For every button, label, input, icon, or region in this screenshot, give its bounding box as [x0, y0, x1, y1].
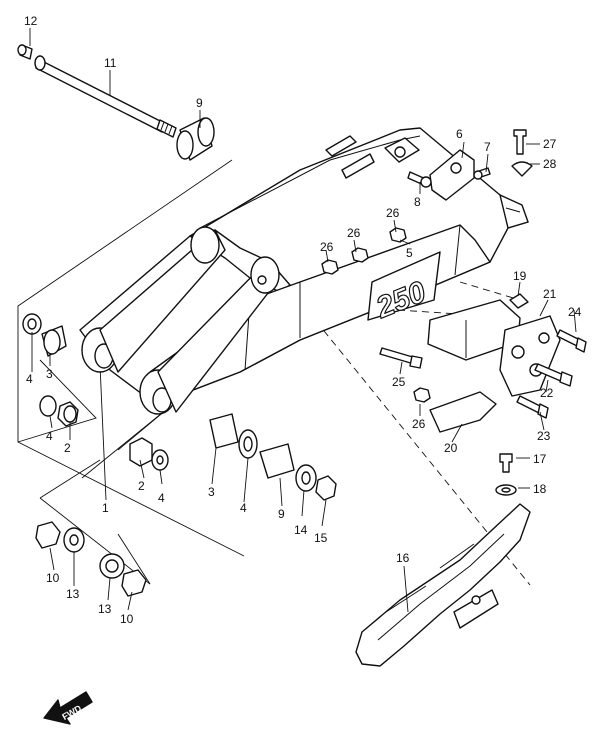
- callout-9-top: 9: [196, 96, 203, 110]
- bolt-7: [473, 167, 491, 180]
- swingarm: 250: [79, 127, 529, 415]
- callout-25: 25: [392, 375, 406, 389]
- bolt-25: [379, 347, 423, 369]
- callouts: 12 11 9 6 7 27 28 8 26 26 26 5 19 21 24 …: [24, 14, 582, 626]
- callout-19: 19: [513, 269, 527, 283]
- callout-21: 21: [543, 287, 557, 301]
- callout-23: 23: [537, 429, 551, 443]
- callout-8: 8: [414, 195, 421, 209]
- callout-6: 6: [456, 127, 463, 141]
- fwd-arrow: FWD: [43, 691, 93, 725]
- callout-14: 14: [294, 523, 308, 537]
- callout-leaders: [29, 28, 577, 613]
- callout-12: 12: [24, 14, 38, 28]
- bolt-24: [556, 329, 587, 353]
- callout-16: 16: [396, 551, 410, 565]
- bearings-lower-left: [35, 521, 147, 597]
- bolt-8: [407, 171, 432, 188]
- decal-plate: [367, 251, 441, 321]
- cotter-pin-28: [511, 161, 533, 177]
- callout-4-c: 4: [158, 491, 165, 505]
- bolt-22: [534, 363, 573, 387]
- callout-15: 15: [314, 531, 328, 545]
- callout-24: 24: [568, 305, 582, 319]
- bolt-27: [513, 129, 527, 155]
- guard-20: [429, 391, 497, 433]
- callout-3-a: 3: [46, 367, 53, 381]
- spacer-9-top: [176, 117, 215, 161]
- callout-20: 20: [444, 441, 458, 455]
- callout-26-c: 26: [347, 226, 361, 240]
- washer-18: [495, 484, 517, 496]
- callout-3-b: 3: [208, 485, 215, 499]
- callout-7: 7: [484, 140, 491, 154]
- callout-2-a: 2: [64, 441, 71, 455]
- callout-1: 1: [102, 501, 109, 515]
- chain-adjuster-6: [429, 149, 475, 201]
- callout-26-a: 26: [386, 206, 400, 220]
- callout-13-b: 13: [98, 602, 112, 616]
- callout-28: 28: [543, 157, 557, 171]
- callout-17: 17: [533, 452, 547, 466]
- callout-2-b: 2: [138, 479, 145, 493]
- callout-5: 5: [406, 246, 413, 260]
- bolt-23: [516, 395, 549, 419]
- bearings-center: [129, 413, 337, 501]
- plate-21: [499, 315, 561, 397]
- callout-10-a: 10: [46, 571, 60, 585]
- callout-27: 27: [543, 137, 557, 151]
- callout-4-d: 4: [240, 501, 247, 515]
- callout-10-b: 10: [120, 612, 134, 626]
- callout-4-a: 4: [26, 372, 33, 386]
- callout-4-b: 4: [46, 429, 53, 443]
- callout-13-a: 13: [66, 587, 80, 601]
- callout-26-b: 26: [320, 240, 334, 254]
- chain-slider-16: [355, 503, 531, 667]
- bolt-17: [499, 453, 513, 473]
- shaft-nut-12: [17, 44, 33, 60]
- callout-22: 22: [540, 386, 554, 400]
- callout-26-d: 26: [412, 417, 426, 431]
- callout-9-bottom: 9: [278, 507, 285, 521]
- callout-18: 18: [533, 482, 547, 496]
- pivot-shaft: [34, 55, 177, 138]
- callout-11: 11: [104, 56, 117, 70]
